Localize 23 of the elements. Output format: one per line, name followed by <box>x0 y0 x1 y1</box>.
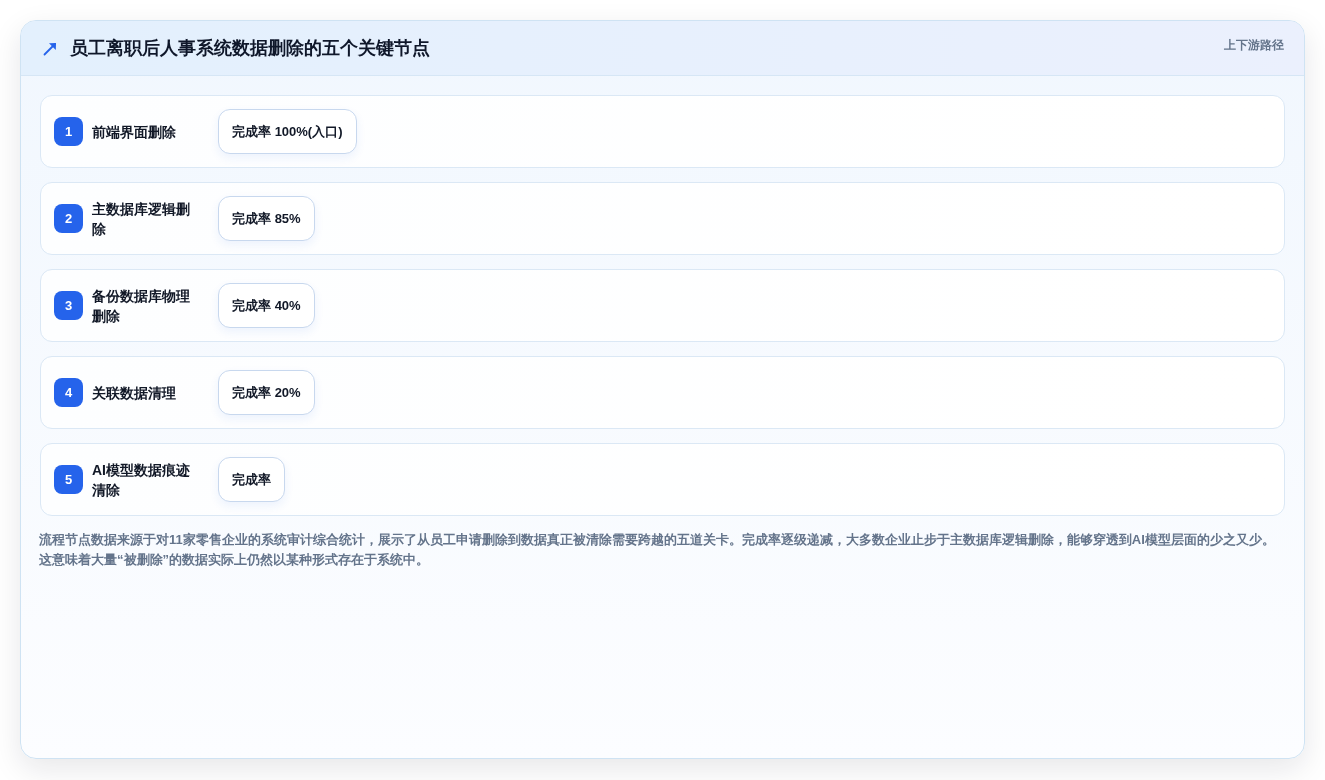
completion-rate-tag: 完成率 40% <box>218 283 315 328</box>
step-row <box>40 269 1285 342</box>
header-tag: 上下游路径 <box>1224 36 1284 54</box>
step-title: 备份数据库物理删除 <box>92 286 191 326</box>
step-number-badge: 1 <box>54 117 83 146</box>
completion-rate-tag: 完成率 100%(入口) <box>218 109 357 154</box>
step-number-badge: 4 <box>54 378 83 407</box>
step-row <box>40 443 1285 516</box>
step-number-badge: 5 <box>54 465 83 494</box>
step-row <box>40 356 1285 429</box>
completion-rate-tag: 完成率 <box>218 457 285 502</box>
step-row <box>40 182 1285 255</box>
step-number-badge: 2 <box>54 204 83 233</box>
completion-rate-tag: 完成率 85% <box>218 196 315 241</box>
caption-text: 流程节点数据来源于对11家零售企业的系统审计综合统计，展示了从员工申请删除到数据真正被清除需要跨越的五道关卡。完成率逐级递减，大多数企业止步于主数据库逻辑删除，能够穿透到AI模型层面的少之又少。这意味着大量“被删除”的数据实际上仍然以某种形式存在于系统中。 <box>39 531 1276 569</box>
step-title: 关联数据清理 <box>92 383 177 403</box>
step-number-badge: 3 <box>54 291 83 320</box>
step-title: 主数据库逻辑删除 <box>92 199 191 239</box>
diagram-title: 员工离职后人事系统数据删除的五个关键节点 <box>70 36 430 60</box>
step-row <box>40 95 1285 168</box>
step-title: 前端界面删除 <box>92 122 177 142</box>
step-title: AI模型数据痕迹清除 <box>92 460 191 500</box>
completion-rate-tag: 完成率 20% <box>218 370 315 415</box>
